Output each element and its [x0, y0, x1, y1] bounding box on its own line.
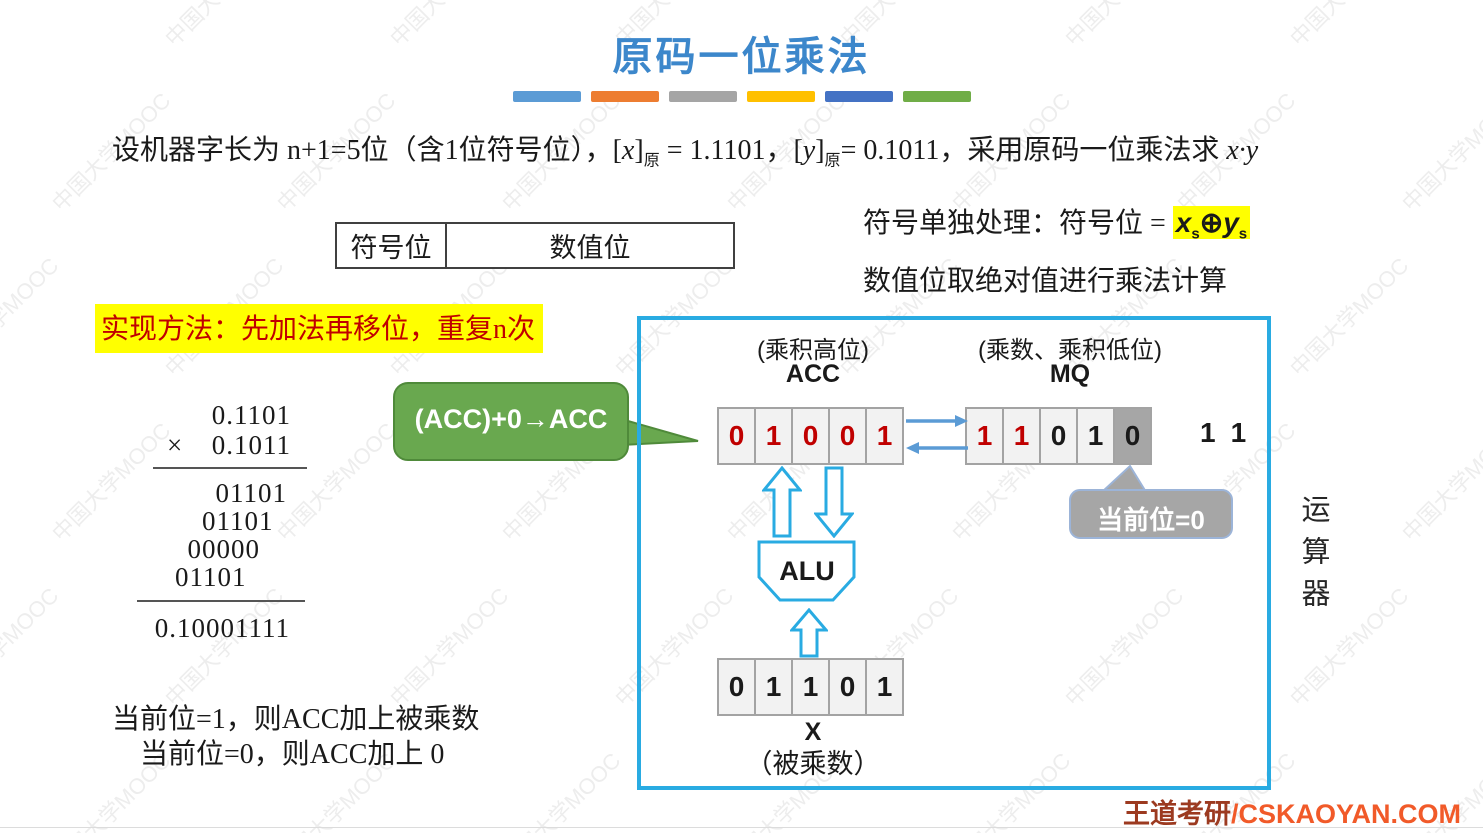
divider-bar	[668, 91, 737, 102]
arithmetic-unit-box	[637, 316, 1271, 790]
sign-value-table: 符号位 数值位	[335, 222, 735, 269]
shifted-bit: 1	[1230, 417, 1247, 448]
divider-bar	[824, 91, 893, 102]
bubble-body	[393, 382, 629, 461]
partial-product-row: 01101	[175, 562, 247, 592]
divider-bar	[590, 91, 659, 102]
acc-to-alu-down-arrow	[814, 466, 854, 538]
brand-name: 王道考研	[1122, 799, 1231, 829]
shifted-bit: 1	[1200, 417, 1216, 448]
x-sublabel: （被乘数）	[745, 749, 881, 779]
register-bit-cell: 1	[965, 407, 1004, 465]
mq-label: MQ	[1049, 360, 1091, 388]
sign-rule-line: 符号单独处理：符号位 = xs⊕ys	[863, 201, 1251, 243]
mq-sublabel: (乘数、乘积低位)	[978, 337, 1162, 364]
divider-bar	[746, 91, 815, 102]
alu-to-acc-up-arrow	[762, 466, 802, 538]
problem-statement: 设机器字长为 n+1=5位（含1位符号位），[x]原 = 1.1101，[y]原…	[112, 135, 1259, 170]
register-bit-cell: 0	[1113, 407, 1152, 465]
problem-text: 设机器字长为 n+1=5位（含1位符号位），[	[112, 135, 622, 166]
green-bubble-label: (ACC)+0→ACC	[414, 404, 608, 434]
alu-shape	[757, 540, 856, 602]
multiplicand-value: 0.1101	[211, 400, 291, 430]
brand-site: /CSKAOYAN.COM	[1230, 799, 1461, 829]
register-bit-cell: 1	[1002, 407, 1041, 465]
register-bit-cell: 0	[791, 407, 830, 465]
title-divider-bars	[0, 91, 1483, 102]
times-sign: ×	[167, 430, 184, 460]
product-result: 0.10001111	[154, 613, 290, 643]
divider-bar	[902, 91, 971, 102]
value-bits-cell: 数值位	[549, 233, 631, 263]
register-bit-cell: 1	[865, 658, 904, 716]
partial-product-row: 00000	[187, 534, 260, 564]
shift-arrows	[906, 415, 968, 454]
page-title: 原码一位乘法	[612, 34, 871, 79]
value-rule-line: 数值位取绝对值进行乘法计算	[863, 266, 1228, 297]
var-x: x	[621, 135, 635, 166]
partial-product-row: 01101	[215, 478, 287, 508]
implementation-method: 实现方法：先加法再移位，重复n次	[95, 304, 544, 353]
multiplier-value: 0.1011	[211, 430, 291, 460]
xor-symbol: ⊕	[1199, 207, 1224, 238]
unit-label-vertical: 运算器	[1297, 494, 1329, 620]
bottom-divider	[0, 827, 1483, 828]
acc-label: ACC	[785, 360, 841, 388]
register-bit-cell: 1	[754, 407, 793, 465]
register-bit-cell: 1	[1076, 407, 1115, 465]
partial-product-row: 01101	[202, 506, 274, 536]
register-bit-cell: 1	[754, 658, 793, 716]
brand-footer: 王道考研/CSKAOYAN.COM	[1123, 792, 1461, 831]
register-bit-cell: 0	[717, 658, 756, 716]
rule-current-bit-0: 当前位=0，则ACC加上 0	[140, 739, 445, 770]
var-y: y	[802, 135, 816, 166]
register-bit-cell: 0	[828, 658, 867, 716]
register-bit-cell: 0	[828, 407, 867, 465]
register-bit-cell: 0	[717, 407, 756, 465]
gray-bubble-label: 当前位=0	[1097, 505, 1205, 535]
divider-bar	[512, 91, 581, 102]
register-bit-cell: 0	[1039, 407, 1078, 465]
sign-bit-cell: 符号位	[337, 224, 447, 267]
alu-label: ALU	[779, 556, 835, 586]
subscript-yuan: 原	[824, 152, 841, 170]
gray-callout-bubble	[1069, 464, 1233, 539]
subscript-yuan: 原	[643, 152, 660, 170]
register-bit-cell: 1	[791, 658, 830, 716]
bubble-body	[1069, 489, 1233, 539]
xor-highlight: xs⊕ys	[1172, 206, 1251, 243]
acc-sublabel: (乘积高位)	[757, 337, 869, 364]
x-label: X	[804, 718, 822, 746]
x-to-alu-up-arrow	[790, 608, 828, 658]
expr-xy: x·y	[1226, 135, 1259, 166]
rule-line-top	[153, 467, 307, 469]
bubble-tail	[1099, 464, 1148, 493]
register-bit-cell: 1	[865, 407, 904, 465]
rule-current-bit-1: 当前位=1，则ACC加上被乘数	[112, 704, 480, 735]
rule-line-bottom	[137, 600, 305, 602]
